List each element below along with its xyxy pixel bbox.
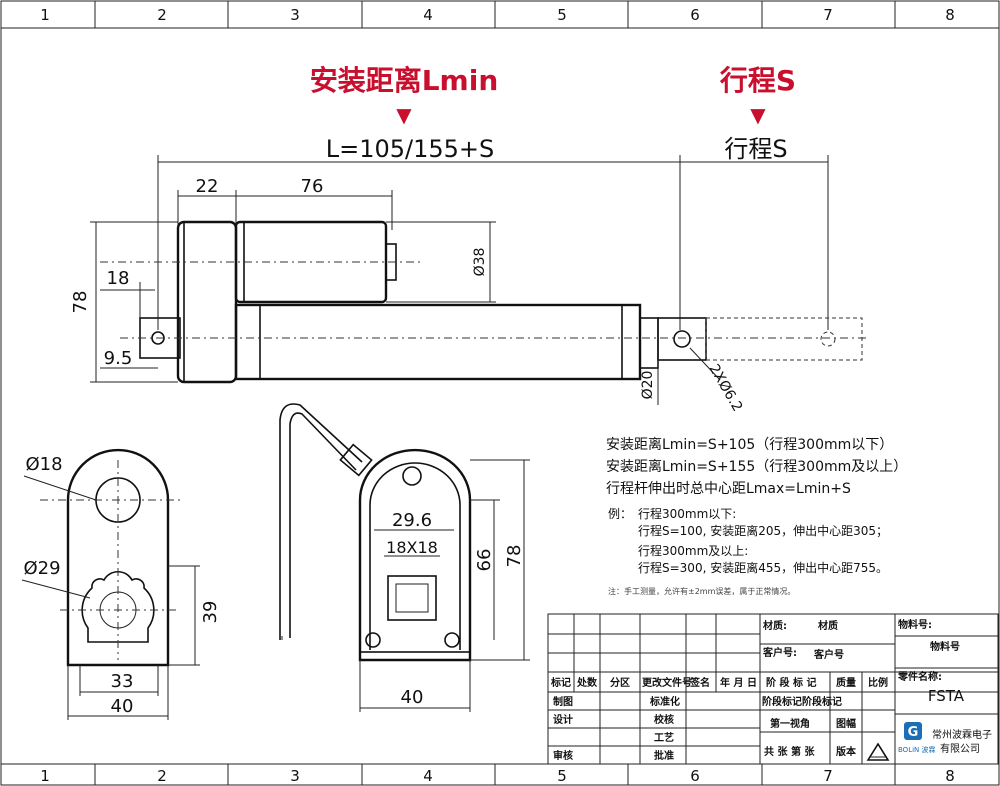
- scale-label: 比例: [868, 676, 888, 689]
- dim-66: 66: [474, 549, 495, 572]
- col-label: 8: [945, 767, 955, 785]
- check-label: 校核: [654, 713, 674, 726]
- approve-label: 批准: [654, 749, 674, 762]
- column-labels-bottom: 1 2 3 4 5 6 7 8: [40, 767, 955, 785]
- dim-hole: 2XØ6.2: [706, 362, 746, 415]
- dim-total-length: L=105/155+S: [326, 135, 495, 163]
- dim-d20: Ø20: [640, 371, 656, 400]
- header-mark: 标记: [550, 676, 571, 689]
- header-date: 年 月 日: [720, 676, 757, 689]
- col-label: 5: [557, 6, 567, 24]
- dim-9-5: 9.5: [104, 348, 133, 369]
- material-label: 材质:: [763, 619, 787, 632]
- stroke-title: 行程S: [719, 64, 796, 97]
- company-line1: 常州波霖电子: [932, 728, 992, 741]
- end-view-left: [40, 448, 180, 667]
- col-label: 6: [690, 6, 700, 24]
- quality-label: 质量: [836, 676, 856, 689]
- dim-39: 39: [200, 601, 221, 624]
- part-name-label: 零件名称:: [897, 670, 942, 683]
- header-change: 更改文件号: [642, 676, 692, 689]
- bolin-logo-icon: G: [904, 722, 922, 740]
- header-count: 处数: [576, 676, 598, 689]
- customer-label: 客户号:: [762, 646, 797, 659]
- dim-78b: 78: [504, 545, 525, 568]
- dim-18: 18: [107, 268, 130, 289]
- stage-mark-2: 阶段标记阶段标记: [762, 695, 842, 708]
- col-label: 2: [157, 6, 167, 24]
- col-label: 6: [690, 767, 700, 785]
- motor-end-view: [279, 403, 472, 662]
- sheets-label: 共 张 第 张: [764, 745, 815, 758]
- dim-22: 22: [196, 176, 219, 197]
- note-line3: 行程杆伸出时总中心距Lmax=Lmin+S: [606, 481, 851, 497]
- dim-18x18: 18X18: [386, 538, 438, 557]
- row-design: 设计: [553, 713, 573, 726]
- part-no-label: 物料号:: [898, 618, 932, 631]
- col-label: 2: [157, 767, 167, 785]
- company-line2: 有限公司: [940, 742, 980, 755]
- dim-40: 40: [111, 696, 134, 717]
- dim-76: 76: [301, 176, 324, 197]
- col-label: 8: [945, 6, 955, 24]
- dim-29-6: 29.6: [392, 510, 432, 531]
- dim-78: 78: [70, 291, 91, 314]
- header-zone: 分区: [610, 676, 630, 689]
- stage-mark: 阶 段 标 记: [766, 676, 816, 689]
- footnote: 注：手工测量，允许有±2mm误差，属于正常情况。: [608, 586, 795, 596]
- customer-value: 客户号: [813, 648, 844, 661]
- actuator-side-view: [100, 220, 870, 384]
- dim-d38: Ø38: [472, 248, 488, 277]
- row-review: 审核: [553, 749, 573, 762]
- arrow-down-icon: ▼: [750, 103, 766, 127]
- dim-40b: 40: [401, 687, 424, 708]
- column-labels-top: 1 2 3 4 5 6 7 8: [40, 6, 955, 24]
- dim-33: 33: [111, 671, 134, 692]
- example-label: 例：: [608, 507, 632, 521]
- col-label: 7: [823, 767, 833, 785]
- title-block-text: 材质: 材质 客户号: 客户号 物料号: 物料号 零件名称: FSTA 标记 处…: [550, 618, 992, 762]
- example1-title: 行程300mm以下:: [638, 506, 736, 521]
- drawing-size-label: 图幅: [836, 717, 856, 730]
- col-label: 4: [423, 6, 433, 24]
- dim-phi18: Ø18: [25, 454, 62, 475]
- part-no-value: 物料号: [930, 640, 960, 653]
- col-label: 1: [40, 767, 50, 785]
- dim-stroke: 行程S: [724, 135, 787, 163]
- example2-body: 行程S=300, 安装距离455，伸出中心距755。: [638, 560, 888, 575]
- row-draw: 制图: [553, 695, 573, 708]
- svg-text:G: G: [908, 725, 919, 740]
- example2-title: 行程300mm及以上:: [638, 543, 748, 558]
- column-dividers: [94, 1, 896, 785]
- col-label: 3: [290, 767, 300, 785]
- col-label: 7: [823, 6, 833, 24]
- projection-symbol-icon: [866, 742, 890, 761]
- arrow-down-icon: ▼: [396, 103, 412, 127]
- brand-label: BOLiN 波霖: [898, 745, 936, 754]
- part-name-value: FSTA: [928, 687, 965, 705]
- col-label: 4: [423, 767, 433, 785]
- process-label: 工艺: [654, 731, 674, 744]
- note-line2: 安装距离Lmin=S+155（行程300mm及以上）: [606, 458, 907, 475]
- example1-body: 行程S=100, 安装距离205，伸出中心距305；: [638, 523, 888, 538]
- notes: 安装距离Lmin=S+105（行程300mm以下） 安装距离Lmin=S+155…: [606, 436, 907, 596]
- install-distance-title: 安装距离Lmin: [310, 64, 499, 97]
- col-label: 5: [557, 767, 567, 785]
- title-block: [547, 613, 999, 765]
- version-label: 版本: [836, 745, 857, 758]
- dim-phi29: Ø29: [23, 558, 60, 579]
- note-line1: 安装距离Lmin=S+105（行程300mm以下）: [606, 436, 893, 453]
- std-label: 标准化: [649, 695, 680, 708]
- header-sign: 签名: [689, 676, 710, 689]
- col-label: 1: [40, 6, 50, 24]
- material-value: 材质: [818, 619, 838, 632]
- view-label: 第一视角: [770, 717, 810, 730]
- col-label: 3: [290, 6, 300, 24]
